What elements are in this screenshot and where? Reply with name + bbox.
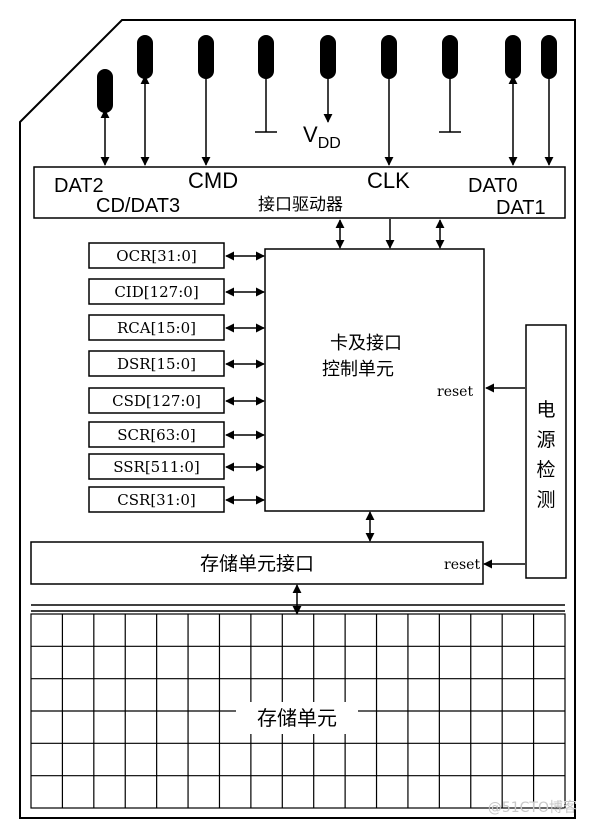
watermark: @51CTO博客 — [488, 799, 577, 816]
register-label: SCR[63:0] — [117, 426, 195, 444]
register-item: SCR[63:0] — [88, 421, 265, 448]
interface-driver-box — [33, 166, 566, 219]
register-item: RCA[15:0] — [88, 314, 265, 341]
pin-label-clk: CLK — [367, 168, 410, 193]
pin-vdd-stub — [320, 35, 336, 79]
pin-label-dat2: DAT2 — [54, 175, 104, 197]
power-detect-char-2: 源 — [536, 429, 555, 451]
storage-unit-label: 存储单元 — [257, 706, 337, 730]
pin-lines — [100, 75, 554, 166]
pin-dat1-stub — [541, 35, 557, 79]
register-item: CID[127:0] — [88, 278, 265, 305]
pin-dat0-stub — [505, 35, 521, 79]
register-label: CSR[31:0] — [117, 491, 195, 509]
register-list: OCR[31:0] CID[127:0] RCA[15:0] DSR[15:0]… — [88, 242, 265, 513]
register-item: DSR[15:0] — [88, 350, 265, 377]
power-detect-char-3: 检 — [536, 459, 555, 481]
pin-label-dat1: DAT1 — [496, 197, 546, 219]
pin-cd-dat3-stub — [137, 35, 153, 79]
power-detect-char-1: 电 — [536, 399, 555, 421]
interface-driver-label: 接口驱动器 — [258, 195, 343, 215]
control-unit-box — [264, 248, 485, 512]
power-detect-char-4: 测 — [536, 489, 555, 511]
register-item: CSD[127:0] — [88, 387, 265, 414]
register-label: SSR[511:0] — [113, 458, 200, 476]
pin-label-cd-dat3: CD/DAT3 — [96, 195, 180, 217]
pin-label-cmd: CMD — [188, 168, 238, 193]
register-label: RCA[15:0] — [117, 319, 196, 337]
power-detect-box — [525, 324, 567, 579]
pin-vss2-stub — [442, 35, 458, 79]
pin-clk-stub — [381, 35, 397, 79]
storage-unit-label-bg — [236, 702, 358, 734]
register-item: OCR[31:0] — [88, 242, 265, 269]
card-outline — [19, 19, 576, 819]
register-item: CSR[31:0] — [88, 486, 265, 513]
register-label: OCR[31:0] — [116, 247, 196, 265]
register-label: CID[127:0] — [114, 283, 198, 301]
driver-to-control-arrows — [335, 219, 445, 249]
vdd-label: VDD — [303, 122, 341, 152]
control-unit-reset-label: reset — [437, 384, 473, 400]
storage-interface-reset-label: reset — [444, 557, 480, 573]
pin-vss1-stub — [258, 35, 274, 79]
control-unit-label-line2: 控制单元 — [322, 359, 394, 380]
pin-label-dat0: DAT0 — [468, 175, 518, 197]
pin-stubs — [97, 35, 557, 113]
storage-interface-box — [30, 541, 484, 585]
control-unit-label-line1: 卡及接口 — [330, 333, 402, 354]
register-label: DSR[15:0] — [117, 355, 196, 373]
pin-cmd-stub — [198, 35, 214, 79]
pin-dat2-stub — [97, 69, 113, 113]
storage-interface-label: 存储单元接口 — [200, 553, 314, 575]
register-label: CSD[127:0] — [112, 392, 201, 410]
register-item: SSR[511:0] — [88, 453, 265, 480]
